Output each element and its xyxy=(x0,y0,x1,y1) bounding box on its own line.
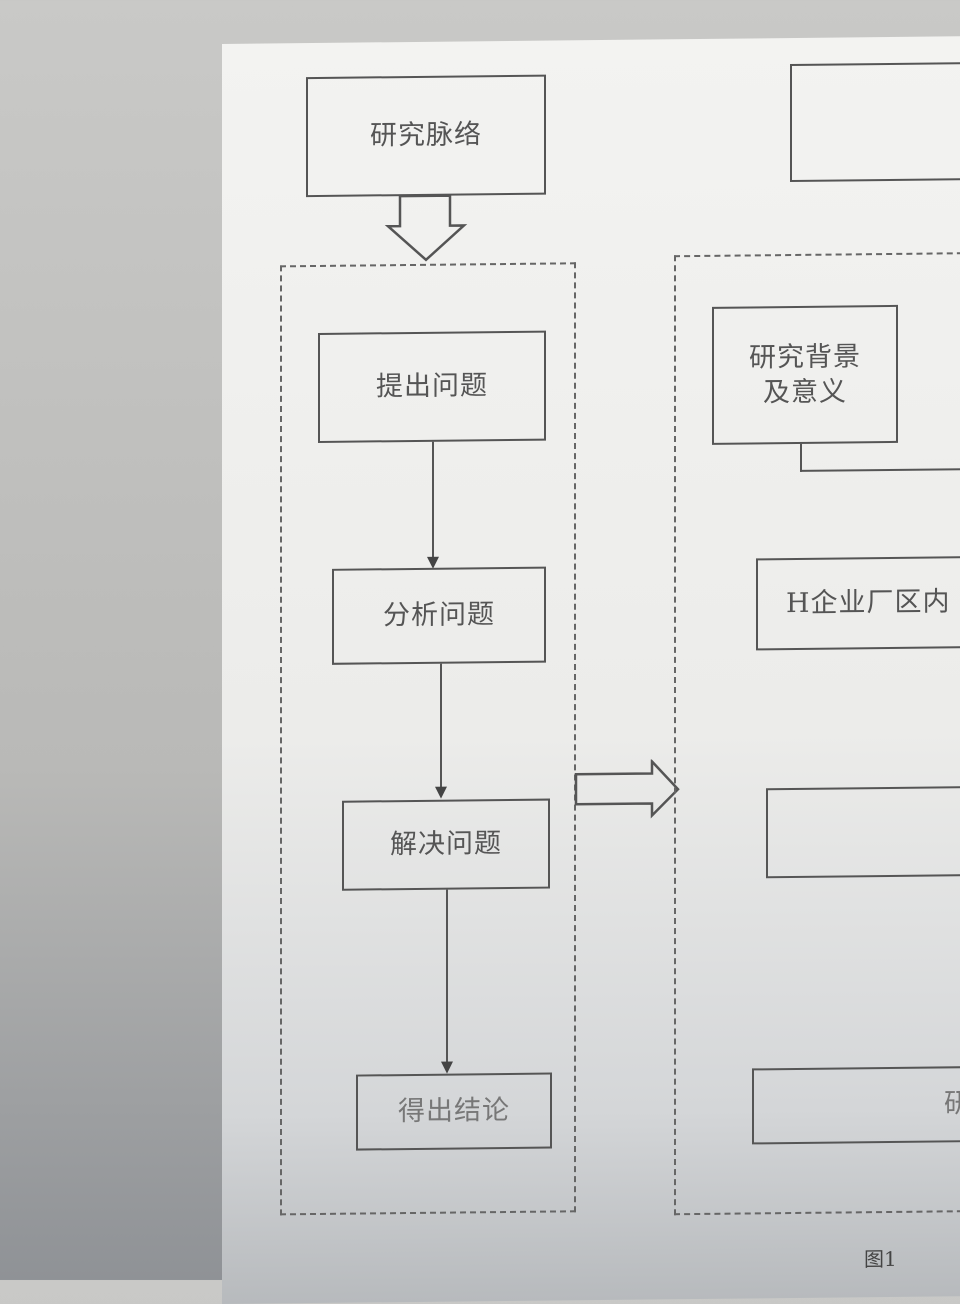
document-page: 研究脉络 提出问题 分析问题 解决问题 得出结论 研究背景 及意义 H企业厂区内… xyxy=(222,36,960,1304)
connector-line xyxy=(800,443,802,472)
step-conclusion: 得出结论 xyxy=(356,1072,552,1151)
h-enterprise-box: H企业厂区内 xyxy=(756,555,960,651)
top-right-box xyxy=(790,61,960,183)
research-box: 研究 xyxy=(752,1065,960,1145)
hollow-down-arrow-icon xyxy=(384,194,468,262)
research-context-box: 研究脉络 xyxy=(306,74,546,198)
content-box-3 xyxy=(766,785,960,879)
figure-caption: 图1 xyxy=(864,1246,897,1272)
hollow-right-arrow-icon xyxy=(574,759,680,819)
step-analyze-problem: 分析问题 xyxy=(332,566,546,665)
step-solve-problem: 解决问题 xyxy=(342,798,550,891)
connector-line xyxy=(440,663,442,792)
arrowhead-icon xyxy=(435,786,447,799)
arrowhead-icon xyxy=(441,1061,453,1074)
connector-line xyxy=(446,889,448,1066)
background-significance-box: 研究背景 及意义 xyxy=(712,304,898,445)
step-raise-problem: 提出问题 xyxy=(318,330,546,443)
connector-line xyxy=(432,441,434,562)
